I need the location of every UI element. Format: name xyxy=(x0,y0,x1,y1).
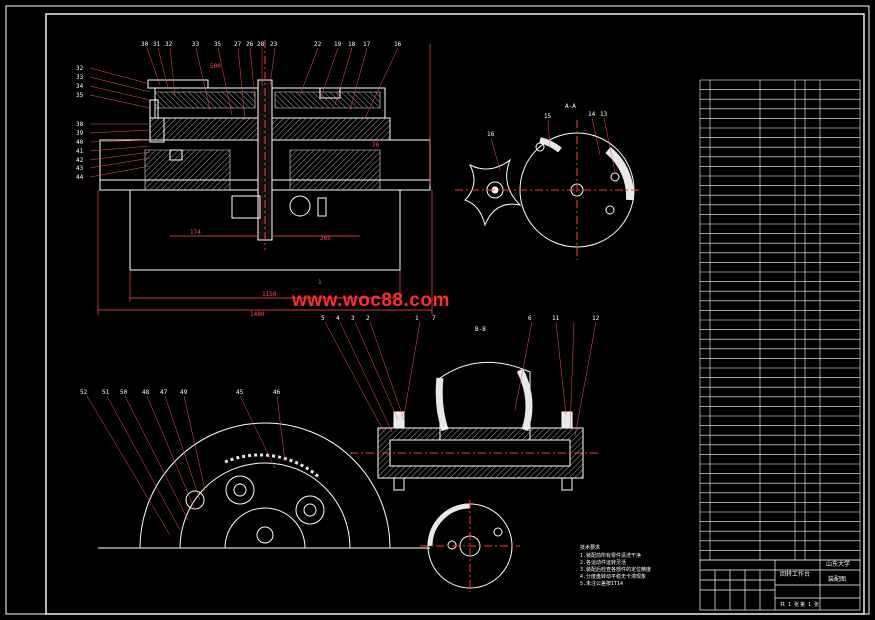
label-bb-1: 1 xyxy=(415,315,419,322)
notes-title: 技术要求 xyxy=(580,544,600,551)
main-view-dimensions: 1480 1150 174 265 70 500 1 xyxy=(190,63,380,318)
label-left-42: 42 xyxy=(76,157,84,164)
section-aa-labels: A-A 16 15 14 13 xyxy=(487,103,608,138)
dim-1150: 1150 xyxy=(262,291,277,298)
label-51: 51 xyxy=(102,389,110,396)
title-sheet-left: 共 1 张 xyxy=(780,601,799,608)
dim-265: 265 xyxy=(320,235,331,242)
label-bb-11: 11 xyxy=(552,315,560,322)
label-left-41: 41 xyxy=(76,148,84,155)
label-48: 48 xyxy=(142,389,150,396)
label-bb-5: 5 xyxy=(321,315,325,322)
label-52: 52 xyxy=(80,389,88,396)
main-view-top-labels: 30 31 32 33 35 27 26 28 23 22 19 18 17 1… xyxy=(141,41,402,48)
label-47: 47 xyxy=(160,389,168,396)
section-bb-view xyxy=(324,321,600,491)
dim-1: 1 xyxy=(318,279,322,286)
notes-line-1: 1.装配前所有零件清洗干净 xyxy=(580,552,641,559)
main-section-view xyxy=(89,40,433,315)
label-aa-14: 14 xyxy=(588,111,596,118)
dim-1480: 1480 xyxy=(250,311,265,318)
drawing-border-inner xyxy=(45,13,865,615)
label-left-32: 32 xyxy=(76,65,84,72)
label-46: 46 xyxy=(273,389,281,396)
section-aa-title: A-A xyxy=(565,103,576,110)
label-28: 28 xyxy=(257,41,265,48)
label-aa-13: 13 xyxy=(600,111,608,118)
title-block-text: 回转工作台 山东大学 装配图 共 1 张 第 1 张 xyxy=(780,560,850,608)
label-18: 18 xyxy=(348,41,356,48)
label-bb-3: 3 xyxy=(351,315,355,322)
bottom-view-labels: 52 51 50 48 47 49 45 46 xyxy=(80,389,281,396)
section-aa-view xyxy=(455,117,640,260)
label-left-40: 40 xyxy=(76,139,84,146)
label-31: 31 xyxy=(153,41,161,48)
notes-line-4: 4.分度盘转动平稳无卡滞现象 xyxy=(580,573,646,580)
notes-line-3: 3.装配后检查各部件的定位精度 xyxy=(580,566,651,573)
label-bb-12: 12 xyxy=(592,315,600,322)
label-left-33: 33 xyxy=(76,74,84,81)
label-bb-6: 6 xyxy=(528,315,532,322)
label-22: 22 xyxy=(314,41,322,48)
label-32: 32 xyxy=(165,41,173,48)
label-17: 17 xyxy=(363,41,371,48)
label-left-43: 43 xyxy=(76,165,84,172)
label-bb-7: 7 xyxy=(432,315,436,322)
label-left-38: 38 xyxy=(76,121,84,128)
label-23: 23 xyxy=(270,41,278,48)
section-bb-labels: B-B 5 4 3 2 1 7 6 11 12 xyxy=(321,315,600,333)
dim-500: 500 xyxy=(210,63,221,70)
label-aa-15: 15 xyxy=(544,113,552,120)
title-school: 山东大学 xyxy=(826,560,850,568)
notes-line-5: 5.未注公差按IT14 xyxy=(580,580,623,587)
label-27: 27 xyxy=(234,41,242,48)
label-aa-16: 16 xyxy=(487,131,495,138)
dim-70: 70 xyxy=(372,142,380,149)
label-left-44: 44 xyxy=(76,174,84,181)
section-bb-title: B-B xyxy=(475,326,486,333)
label-19: 19 xyxy=(334,41,342,48)
label-30: 30 xyxy=(141,41,149,48)
label-33: 33 xyxy=(192,41,200,48)
label-26: 26 xyxy=(246,41,254,48)
label-35: 35 xyxy=(214,41,222,48)
label-45: 45 xyxy=(236,389,244,396)
main-view-left-labels: 32 33 34 35 38 39 40 41 42 43 44 xyxy=(76,65,84,181)
small-disc-view xyxy=(420,500,520,592)
label-bb-2: 2 xyxy=(366,315,370,322)
label-16: 16 xyxy=(394,41,402,48)
parts-list-table xyxy=(699,79,861,561)
dim-174: 174 xyxy=(190,229,201,236)
notes-line-2: 2.各运动件运转灵活 xyxy=(580,559,626,566)
bottom-plan-view xyxy=(86,395,430,549)
label-left-35: 35 xyxy=(76,92,84,99)
label-bb-4: 4 xyxy=(336,315,340,322)
title-drawing-name: 回转工作台 xyxy=(780,570,810,578)
label-50: 50 xyxy=(120,389,128,396)
label-left-34: 34 xyxy=(76,83,84,90)
label-left-39: 39 xyxy=(76,130,84,137)
title-sheet-right: 第 1 张 xyxy=(800,601,819,608)
technical-notes: 技术要求 1.装配前所有零件清洗干净 2.各运动件运转灵活 3.装配后检查各部件… xyxy=(580,544,651,587)
title-sub-name: 装配图 xyxy=(828,575,846,583)
label-49: 49 xyxy=(180,389,188,396)
title-block xyxy=(699,559,861,611)
site-watermark: www.woc88.com xyxy=(292,290,450,311)
